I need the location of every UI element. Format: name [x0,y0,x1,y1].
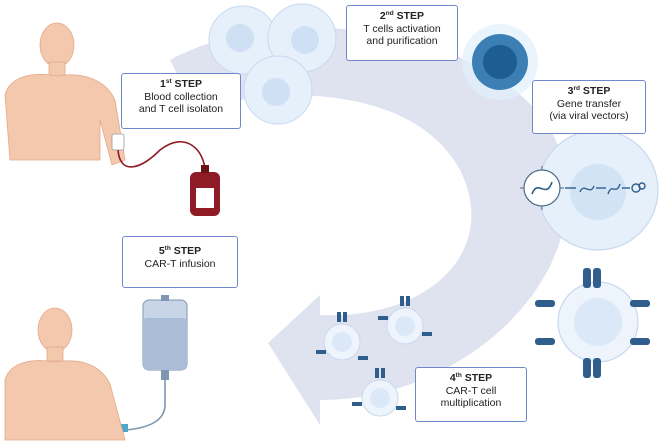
car-t-cell-icon [535,268,650,378]
step-1-title: 1st STEP [160,78,202,90]
bandage-icon [111,133,125,151]
step-1-line-1: Blood collection [144,90,218,103]
step-3-line-2: (via viral vectors) [549,110,629,122]
step-2-box: 2nd STEP T cells activation and purifica… [346,5,458,61]
step-4-title: 4th STEP [449,372,493,384]
step-5-line-1: CAR-T infusion [144,257,216,270]
cycle-arrow [170,27,568,425]
gene-transfer-cell [537,129,659,251]
dna-icon [565,182,646,195]
step-4-box: 4th STEP CAR-T cell multiplication [415,367,527,422]
human-figure-icon [4,307,126,441]
t-cell-icon [208,3,337,125]
step-4-line-1: CAR-T cell [445,384,497,397]
step-4-line-2: multiplication [440,397,502,409]
step-3-line-1: Gene transfer [556,97,622,110]
iv-bag-icon [116,295,188,432]
step-2-line-2: and purification [366,35,438,47]
virus-icon [520,166,564,210]
step-5-title: 5th STEP [158,245,202,257]
blood-tube [117,140,206,173]
step-3-box: 3rd STEP Gene transfer (via viral vector… [532,80,646,134]
blood-bag-icon [190,165,220,216]
step-2-title: 2nd STEP [379,10,425,22]
human-figure-icon [4,22,126,166]
car-t-cell-small [316,296,432,417]
step-1-line-2: and T cell isolaton [138,103,224,115]
step-2-line-1: T cells activation [363,22,441,35]
activated-t-cell-icon [462,24,538,100]
step-5-box: 5th STEP CAR-T infusion [122,236,238,288]
step-3-title: 3rd STEP [567,85,611,97]
step-1-box: 1st STEP Blood collection and T cell iso… [121,73,241,129]
